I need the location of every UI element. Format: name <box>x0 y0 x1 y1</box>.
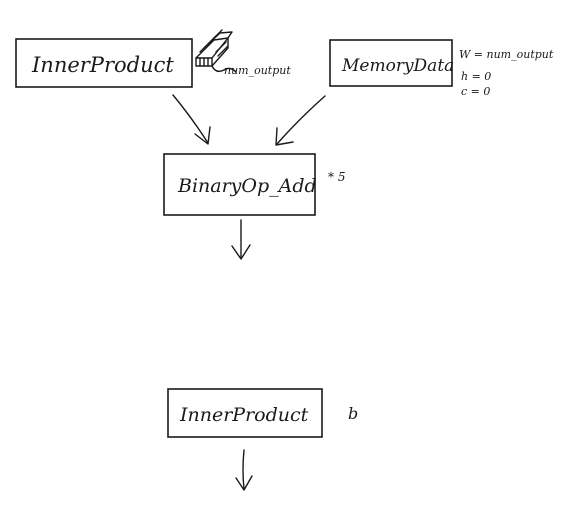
binary-op-add-box <box>163 153 316 216</box>
memory-data-node: MemoryData <box>329 39 454 87</box>
arrow-add-down <box>231 219 251 260</box>
arrow-inner-product-to-add <box>172 94 211 145</box>
memory-param-c: c = 0 <box>461 85 490 98</box>
binary-op-add-node: BinaryOp_Add <box>163 153 317 216</box>
binary-op-note: * 5 <box>328 170 345 184</box>
binary-op-add-label: BinaryOp_Add <box>177 175 317 197</box>
memory-data-label: MemoryData <box>341 56 454 76</box>
num-output-label: num_output <box>224 64 291 77</box>
stacked-blocks-icon <box>195 29 237 73</box>
inner-product-top-box <box>15 38 193 88</box>
inner-product-top-label: InnerProduct <box>31 53 174 77</box>
inner-product-bottom-box <box>167 388 323 438</box>
bottom-note: b <box>348 404 358 423</box>
inner-product-bottom-node: InnerProduct <box>167 388 323 438</box>
memory-data-params: W = num_output h = 0 c = 0 <box>459 48 554 98</box>
memory-param-h: h = 0 <box>461 70 491 83</box>
arrow-bottom-down <box>235 449 253 491</box>
inner-product-bottom-label: InnerProduct <box>179 404 309 426</box>
memory-param-w: W = num_output <box>459 48 554 61</box>
inner-product-top-node: InnerProduct <box>15 38 193 88</box>
arrow-memory-data-to-add <box>275 95 326 146</box>
memory-data-box <box>329 39 453 87</box>
num-output-annotation: num_output <box>195 29 291 77</box>
